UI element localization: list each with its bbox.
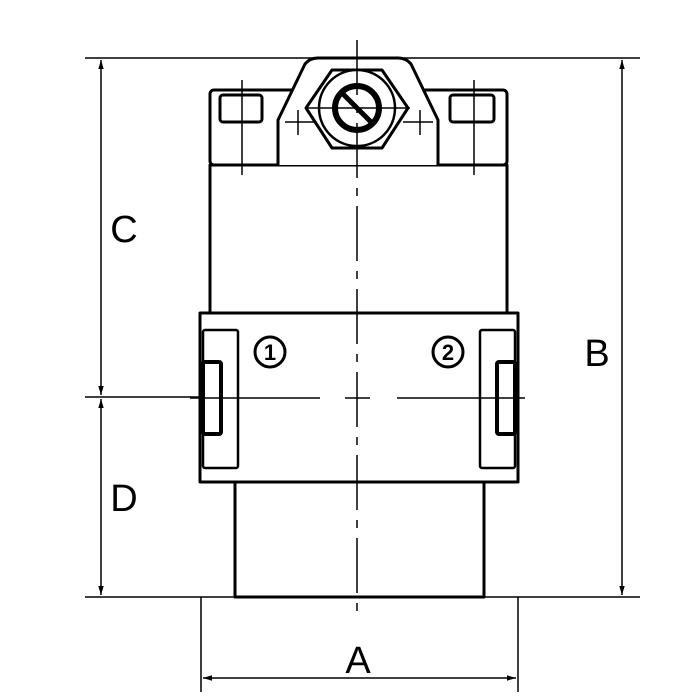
port-1-marker: 1 [253,335,287,369]
bottom-section [233,480,486,599]
center-lines [190,40,525,612]
dim-d-label: D [110,478,137,520]
port-2-label: 2 [442,340,454,365]
switch-body [198,56,520,599]
port-1-label: 1 [264,340,276,365]
dim-b-label: B [584,333,609,375]
dim-c-label: C [110,209,137,251]
dimension-lines [98,60,625,681]
dim-a-label: A [345,640,371,682]
port-2-marker: 2 [431,335,465,369]
upper-cylinder [208,163,509,315]
left-terminal [218,93,264,124]
right-terminal [448,93,496,124]
